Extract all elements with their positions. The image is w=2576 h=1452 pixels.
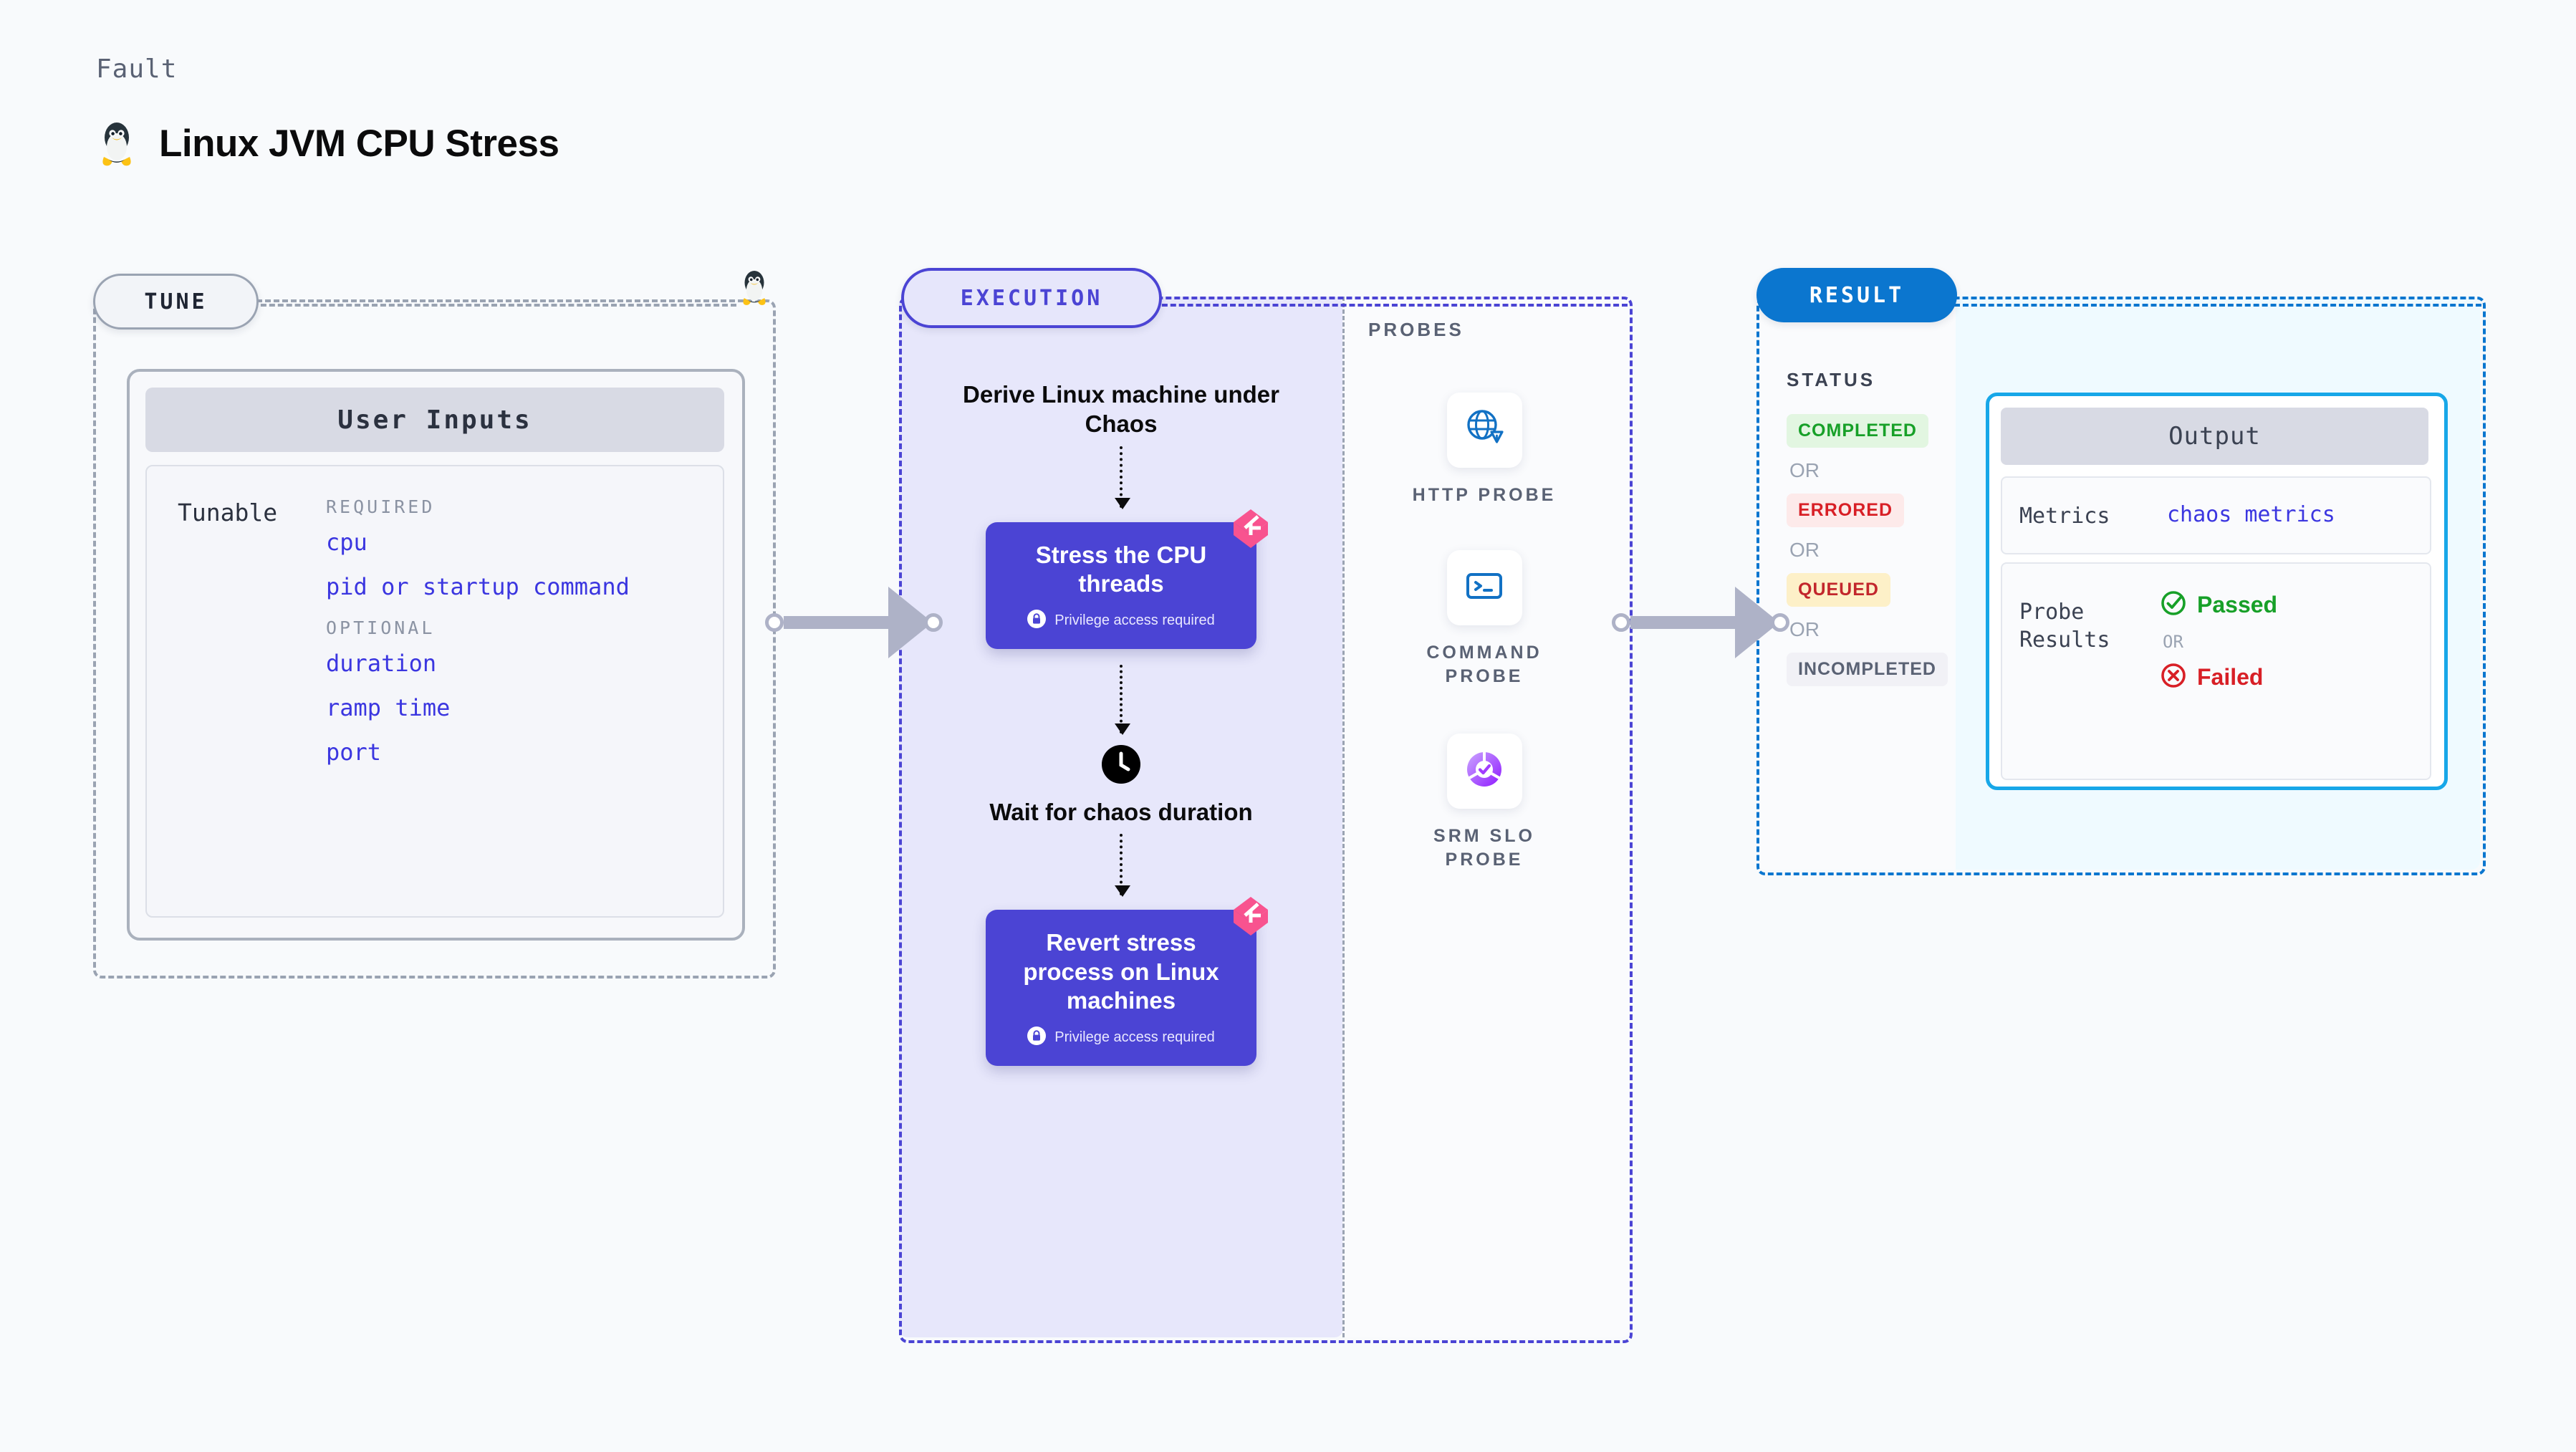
page-title-row: Linux JVM CPU Stress — [96, 118, 559, 168]
privilege-note-text: Privilege access required — [1054, 612, 1215, 628]
linux-tux-icon — [96, 118, 138, 168]
lock-icon — [1027, 610, 1047, 632]
status-or-2: OR — [1789, 539, 1820, 561]
connector-dot-end — [924, 613, 943, 632]
output-metrics-row: Metrics chaos metrics — [2001, 476, 2431, 554]
flow-arrow-3 — [1115, 834, 1130, 898]
page-title: Linux JVM CPU Stress — [159, 122, 559, 165]
connector-tune-to-execution — [765, 587, 943, 658]
status-or-1: OR — [1789, 459, 1820, 481]
check-circle-icon — [2160, 590, 2187, 620]
result-lead-line — [1954, 304, 2481, 307]
probe-result-failed: Failed — [2160, 662, 2277, 693]
flow-step-revert-stress-card[interactable]: Revert stress process on Linux machines … — [986, 897, 1268, 1066]
status-badge-errored: ERRORED — [1787, 494, 1905, 527]
flow-arrow-2 — [1115, 665, 1130, 735]
connector-dot-start — [765, 613, 784, 632]
connector-line — [784, 616, 890, 629]
user-inputs-card: User Inputs Tunable REQUIRED cpu pid or … — [127, 369, 745, 941]
probe-item-srm-slo[interactable]: SRM SLO PROBE — [1395, 734, 1574, 872]
clock-icon — [1102, 745, 1140, 787]
slo-donut-check-icon — [1462, 747, 1506, 795]
probe-label: HTTP PROBE — [1412, 485, 1557, 505]
flow-step-revert-stress-title: Revert stress process on Linux machines — [1023, 929, 1219, 1014]
probe-result-passed: Passed — [2160, 590, 2277, 620]
probe-result-or: OR — [2163, 632, 2183, 652]
terminal-icon — [1462, 564, 1506, 612]
globe-warning-icon — [1462, 406, 1506, 454]
execution-section-box — [899, 297, 1633, 1343]
status-label: STATUS — [1787, 369, 1876, 390]
probe-result-failed-label: Failed — [2197, 664, 2264, 690]
probe-label: COMMAND PROBE — [1426, 643, 1542, 686]
param-pid-or-startup-command[interactable]: pid or startup command — [326, 573, 630, 600]
probe-label: SRM SLO PROBE — [1433, 826, 1535, 870]
connector-dot-end — [1771, 613, 1789, 632]
execution-flow: Derive Linux machine under Chaos Stress … — [924, 380, 1318, 1066]
result-section-pill[interactable]: RESULT — [1756, 268, 1957, 322]
execution-section-pill[interactable]: EXECUTION — [901, 268, 1162, 328]
connector-dot-start — [1612, 613, 1630, 632]
param-cpu[interactable]: cpu — [326, 529, 367, 556]
tune-section-pill[interactable]: TUNE — [93, 274, 259, 330]
privilege-note: Privilege access required — [1027, 1027, 1215, 1049]
probe-tile — [1446, 393, 1522, 468]
metrics-key: Metrics — [2019, 504, 2110, 529]
probe-results-values: Passed OR Failed — [2160, 590, 2277, 693]
x-circle-icon — [2160, 662, 2187, 693]
result-section-box — [1756, 297, 2486, 875]
status-badge-completed: COMPLETED — [1787, 414, 1928, 448]
tunable-region: Tunable REQUIRED cpu pid or startup comm… — [145, 465, 724, 918]
probe-result-passed-label: Passed — [2197, 592, 2278, 617]
param-duration[interactable]: duration — [326, 650, 437, 677]
flow-step-derive-machine: Derive Linux machine under Chaos — [963, 381, 1279, 438]
status-or-3: OR — [1789, 618, 1820, 640]
lock-icon — [1027, 1027, 1047, 1049]
flow-step-stress-cpu-card[interactable]: Stress the CPU threads Privilege access … — [986, 509, 1268, 649]
tunable-label: Tunable — [178, 499, 278, 527]
group-label-optional: OPTIONAL — [326, 617, 436, 638]
probe-item-http[interactable]: HTTP PROBE — [1395, 393, 1574, 507]
param-port[interactable]: port — [326, 739, 382, 766]
harness-icon — [1229, 894, 1272, 941]
harness-icon — [1229, 506, 1272, 553]
flow-step-wait-duration: Wait for chaos duration — [989, 799, 1253, 825]
tune-lead-line — [252, 304, 736, 307]
metrics-value[interactable]: chaos metrics — [2167, 502, 2335, 527]
param-ramp-time[interactable]: ramp time — [326, 694, 451, 721]
status-list: COMPLETED OR ERRORED OR QUEUED OR INCOMP… — [1787, 414, 1951, 686]
tunable-params-list: REQUIRED cpu pid or startup command OPTI… — [326, 486, 713, 783]
linux-tux-icon-small — [738, 266, 771, 312]
probe-tile — [1446, 734, 1522, 809]
status-badge-queued: QUEUED — [1787, 573, 1890, 607]
user-inputs-title: User Inputs — [145, 388, 724, 452]
group-label-required: REQUIRED — [326, 496, 436, 517]
probes-section-label: PROBES — [1368, 319, 1464, 340]
probes-panel — [1342, 297, 1629, 1337]
connector-execution-to-result — [1612, 587, 1789, 658]
privilege-note: Privilege access required — [1027, 610, 1215, 632]
flow-step-stress-cpu-title: Stress the CPU threads — [1035, 541, 1207, 597]
flow-arrow-1 — [1115, 446, 1130, 509]
execution-lead-line — [1153, 304, 1628, 307]
privilege-note-text: Privilege access required — [1054, 1029, 1215, 1045]
fault-kicker-label: Fault — [96, 54, 178, 84]
status-badge-incompleted: INCOMPLETED — [1787, 653, 1948, 686]
connector-line — [1630, 616, 1736, 629]
output-title: Output — [2001, 408, 2428, 465]
probe-item-command[interactable]: COMMAND PROBE — [1395, 550, 1574, 688]
probe-tile — [1446, 550, 1522, 625]
tune-section-box — [93, 299, 776, 979]
